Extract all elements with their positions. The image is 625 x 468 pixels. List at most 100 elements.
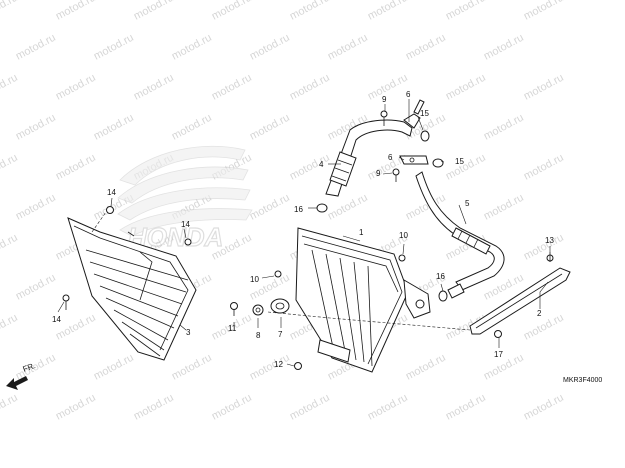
radiator-core-lines <box>311 249 373 367</box>
callout-4: 4 <box>319 160 324 169</box>
part-15-o-ring-upper <box>420 130 430 142</box>
watermark-text: motod.ru <box>288 152 332 183</box>
part-7-grommet <box>270 298 290 314</box>
watermark-text: motod.ru <box>444 72 488 103</box>
watermark-text: motod.ru <box>14 192 58 223</box>
watermark-text: motod.ru <box>54 72 98 103</box>
callout-6-lower: 6 <box>388 153 393 162</box>
part-1-radiator <box>295 227 431 373</box>
watermark-text: motod.ru <box>132 72 176 103</box>
part-10-bolt-right <box>398 254 406 262</box>
part-9-bolt-lower <box>392 168 400 182</box>
watermark-text: motod.ru <box>0 232 20 263</box>
part-10-bolt-left <box>274 270 282 278</box>
direction-label: FR. <box>22 361 37 374</box>
watermark-text: motod.ru <box>92 32 136 63</box>
callout-15-upper: 15 <box>420 109 429 118</box>
callout-16-upper: 16 <box>294 205 303 214</box>
callout-10-left: 10 <box>250 275 259 284</box>
watermark-text: motod.ru <box>248 32 292 63</box>
callout-6-upper: 6 <box>406 90 411 99</box>
callout-11: 11 <box>228 324 237 333</box>
callout-9-lower: 9 <box>376 169 381 178</box>
callout-5: 5 <box>465 199 470 208</box>
watermark-text: motod.ru <box>0 0 20 23</box>
callout-3: 3 <box>186 328 191 337</box>
part-16-o-ring-lower <box>438 283 465 302</box>
front-direction-arrow: FR. <box>6 361 37 390</box>
part-11-bolt <box>230 302 238 316</box>
watermark-text: motod.ru <box>404 32 448 63</box>
part-14-bolt-c <box>62 294 70 310</box>
watermark-text: motod.ru <box>210 392 254 423</box>
part-3-radiator-grille <box>67 217 197 361</box>
part-13-bolt <box>546 252 554 262</box>
callout-14-right: 14 <box>181 220 190 229</box>
callout-7: 7 <box>278 330 283 339</box>
watermark-text: motod.ru <box>248 112 292 143</box>
callout-16-lower: 16 <box>436 272 445 281</box>
watermark-text: motod.ru <box>54 0 98 23</box>
part-15-o-ring-lower <box>432 158 444 168</box>
watermark-text: motod.ru <box>522 0 566 23</box>
watermark-text: motod.ru <box>54 152 98 183</box>
watermark-text: motod.ru <box>444 392 488 423</box>
part-17-bolt <box>494 330 502 338</box>
callout-10-right: 10 <box>399 231 408 240</box>
watermark-text: motod.ru <box>0 392 20 423</box>
watermark-text: motod.ru <box>404 352 448 383</box>
watermark-text: motod.ru <box>522 312 566 343</box>
part-14-bolt-a <box>106 206 114 214</box>
watermark-text: motod.ru <box>522 392 566 423</box>
leader-lines <box>57 99 551 367</box>
watermark-text: motod.ru <box>170 32 214 63</box>
watermark-text: motod.ru <box>248 352 292 383</box>
watermark-text: motod.ru <box>0 312 20 343</box>
watermark-text: motod.ru <box>326 32 370 63</box>
callout-1: 1 <box>359 228 364 237</box>
watermark-text: motod.ru <box>0 72 20 103</box>
watermark-text: motod.ru <box>210 0 254 23</box>
watermark-text: motod.ru <box>14 32 58 63</box>
watermark-text: motod.ru <box>522 152 566 183</box>
grille-fins <box>85 249 189 357</box>
part-6-hose-clip-lower <box>399 155 429 165</box>
watermark-text: motod.ru <box>366 392 410 423</box>
watermark-text: motod.ru <box>92 112 136 143</box>
callout-12: 12 <box>274 360 283 369</box>
watermark-text: motod.ru <box>288 392 332 423</box>
part-12-bolt <box>294 362 302 370</box>
watermark-text: motod.ru <box>522 72 566 103</box>
part-8-collar <box>252 304 264 316</box>
callout-15-lower: 15 <box>455 157 464 166</box>
part-9-bolt-upper <box>380 110 388 126</box>
callout-14-left: 14 <box>52 315 61 324</box>
watermark-text: motod.ru <box>522 232 566 263</box>
watermark-text: motod.ru <box>170 352 214 383</box>
watermark-text: motod.ru <box>366 72 410 103</box>
watermark-text: motod.ru <box>92 352 136 383</box>
watermark-text: motod.ru <box>444 0 488 23</box>
watermark-text: motod.ru <box>366 0 410 23</box>
watermark-text: motod.ru <box>170 112 214 143</box>
drawing-code: MKR3F4000 <box>563 377 602 384</box>
callout-13: 13 <box>545 236 554 245</box>
watermark-text: motod.ru <box>482 352 526 383</box>
part-5-lower-hose <box>415 171 505 291</box>
callout-2: 2 <box>537 309 542 318</box>
callout-14-top: 14 <box>107 188 116 197</box>
callout-17: 17 <box>494 350 503 359</box>
part-4-upper-hose <box>325 119 413 197</box>
watermark-text: motod.ru <box>326 192 370 223</box>
watermark-text: motod.ru <box>248 192 292 223</box>
part-16-o-ring-upper <box>316 203 328 213</box>
watermark-text: motod.ru <box>288 72 332 103</box>
watermark-text: motod.ru <box>0 152 20 183</box>
part-2-stay <box>469 267 571 335</box>
watermark-text: motod.ru <box>210 72 254 103</box>
watermark-text: motod.ru <box>482 112 526 143</box>
part-14-bolt-b <box>127 231 192 246</box>
part-6-hose-clip-upper <box>403 99 425 129</box>
watermark-text: motod.ru <box>482 192 526 223</box>
